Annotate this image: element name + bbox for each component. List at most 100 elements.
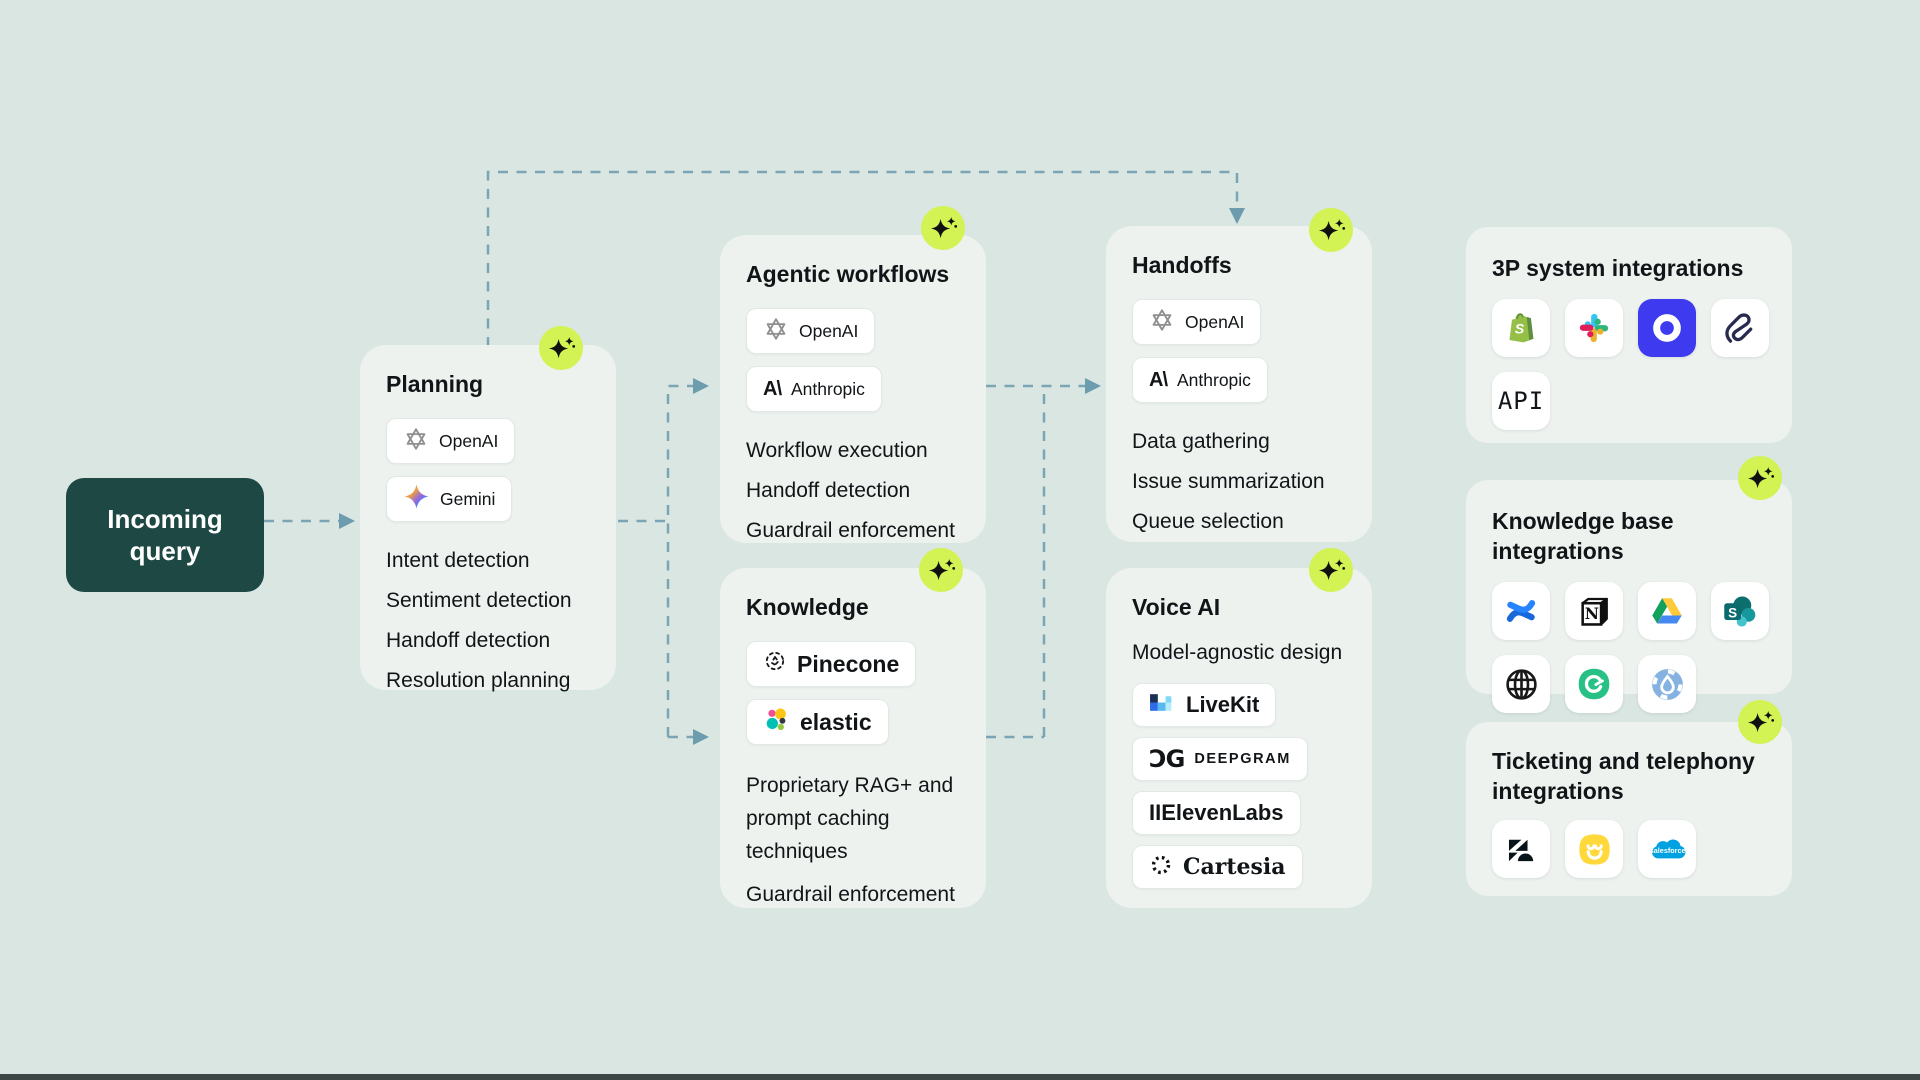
chip-label: DEEPGRAM xyxy=(1194,751,1291,767)
chip-list: OpenAI Gemini xyxy=(386,418,590,522)
capability-list: Intent detection Sentiment detection Han… xyxy=(386,544,590,697)
chip-label: elastic xyxy=(800,708,872,735)
voice-ai-card: Voice AI Model-agnostic design LiveKit Ɔ… xyxy=(1106,568,1372,908)
openai-logo-icon xyxy=(1149,307,1175,338)
panel-title: Ticketing and telephony integrations xyxy=(1492,748,1755,804)
anthropic-logo-icon: A\ xyxy=(1149,368,1168,391)
sparkle-icon xyxy=(1318,218,1345,240)
confluence-icon xyxy=(1492,582,1550,640)
chip-pinecone: Pinecone xyxy=(746,641,917,687)
list-item: Guardrail enforcement xyxy=(746,519,955,542)
planning-card: Planning OpenAI xyxy=(360,345,616,692)
cartesia-logo-icon xyxy=(1149,853,1173,882)
elastic-logo-icon xyxy=(763,706,790,739)
chip-gemini: Gemini xyxy=(386,476,513,522)
openai-logo-icon xyxy=(763,316,789,347)
pinecone-logo-icon xyxy=(763,649,787,679)
list-item: Sentiment detection xyxy=(386,589,572,612)
notion-icon: N xyxy=(1565,582,1623,640)
openai-logo-icon xyxy=(403,426,429,457)
chip-anthropic: A\ Anthropic xyxy=(1132,357,1268,403)
card-title: Agentic workflows xyxy=(746,261,950,287)
guru-icon xyxy=(1565,655,1623,713)
chip-label: Pinecone xyxy=(797,650,900,677)
chip-list: OpenAI A\ Anthropic xyxy=(746,308,960,412)
ai-sparkle-badge xyxy=(1309,208,1353,252)
svg-text:N: N xyxy=(1585,604,1599,623)
bottom-edge-strip xyxy=(0,1074,1920,1080)
sparkle-icon xyxy=(1318,558,1345,580)
ai-sparkle-badge xyxy=(919,548,963,592)
chip-label: Anthropic xyxy=(791,378,865,399)
chip-openai: OpenAI xyxy=(1132,299,1262,345)
knowledge-card: Knowledge Pinecone xyxy=(720,568,986,908)
svg-text:S: S xyxy=(1728,605,1737,620)
smiley-logo-icon xyxy=(1565,820,1623,878)
card-title: Voice AI xyxy=(1132,594,1221,620)
chip-label: Gemini xyxy=(440,488,496,509)
voice-ai-note: Model-agnostic design xyxy=(1132,641,1343,664)
agentic-workflows-card: Agentic workflows OpenAI A\ Anthropic Wo… xyxy=(720,235,986,543)
knowledge-base-panel: Knowledge base integrations N xyxy=(1466,480,1792,713)
chip-label: OpenAI xyxy=(799,320,859,341)
list-item: Proprietary RAG+ and prompt caching tech… xyxy=(746,774,954,863)
capability-list: Proprietary RAG+ and prompt caching tech… xyxy=(746,769,960,911)
capability-list: Workflow execution Handoff detection Gua… xyxy=(746,434,960,547)
salesforce-icon: salesforce xyxy=(1638,820,1696,878)
ai-sparkle-badge xyxy=(921,206,965,250)
chip-openai: OpenAI xyxy=(746,308,876,354)
chip-anthropic: A\ Anthropic xyxy=(746,366,882,412)
deepgram-logo-icon: ƆG xyxy=(1149,745,1185,773)
sparkle-icon xyxy=(1747,710,1774,732)
google-drive-icon xyxy=(1638,582,1696,640)
chip-deepgram: ƆG DEEPGRAM xyxy=(1132,737,1308,781)
svg-text:S: S xyxy=(1515,321,1525,337)
shopify-icon: S xyxy=(1492,299,1550,357)
ai-sparkle-badge xyxy=(1738,700,1782,744)
zendesk-icon xyxy=(1492,820,1550,878)
chip-openai: OpenAI xyxy=(386,418,516,464)
chip-livekit: LiveKit xyxy=(1132,683,1277,727)
chip-list: LiveKit ƆG DEEPGRAM IIElevenLabs Cartesi… xyxy=(1132,683,1346,889)
droplet-ring-icon xyxy=(1638,655,1696,713)
chip-label: LiveKit xyxy=(1186,692,1260,717)
chip-label: OpenAI xyxy=(439,430,499,451)
api-tile: API xyxy=(1492,372,1550,430)
chip-label: OpenAI xyxy=(1185,311,1245,332)
list-item: Intent detection xyxy=(386,549,530,572)
sparkle-icon xyxy=(1747,466,1774,488)
list-item: Issue summarization xyxy=(1132,470,1325,493)
third-party-panel: 3P system integrations S xyxy=(1466,227,1792,443)
chip-label: Anthropic xyxy=(1177,369,1251,390)
anthropic-logo-icon: A\ xyxy=(763,377,782,400)
chip-list: OpenAI A\ Anthropic xyxy=(1132,299,1346,403)
chip-elastic: elastic xyxy=(746,699,889,745)
tile-grid: salesforce xyxy=(1492,820,1792,878)
incoming-query-label: Incoming query xyxy=(107,504,223,566)
panel-title: 3P system integrations xyxy=(1492,255,1744,281)
chip-elevenlabs: IIElevenLabs xyxy=(1132,791,1301,835)
card-title: Handoffs xyxy=(1132,252,1232,278)
squiggle-logo-icon xyxy=(1711,299,1769,357)
sharepoint-icon: S xyxy=(1711,582,1769,640)
sparkle-icon xyxy=(928,558,955,580)
sparkle-icon xyxy=(930,216,957,238)
list-item: Resolution planning xyxy=(386,669,571,692)
chip-cartesia: Cartesia xyxy=(1132,845,1303,889)
list-item: Handoff detection xyxy=(746,479,911,502)
tile-grid: S xyxy=(1492,299,1792,430)
list-item: Guardrail enforcement xyxy=(746,883,955,906)
api-label: API xyxy=(1497,387,1545,415)
incoming-query-node: Incoming query xyxy=(66,478,264,592)
ai-sparkle-badge xyxy=(1738,456,1782,500)
edge-branch-to-agentic xyxy=(666,377,709,737)
ring-logo-icon xyxy=(1638,299,1696,357)
list-item: Handoff detection xyxy=(386,629,551,652)
livekit-logo-icon xyxy=(1149,690,1176,721)
tile-grid: N S xyxy=(1492,582,1792,713)
list-item: Queue selection xyxy=(1132,510,1284,533)
panel-title: Knowledge base integrations xyxy=(1492,508,1674,564)
chip-label: Cartesia xyxy=(1183,854,1286,880)
gemini-logo-icon xyxy=(403,483,430,515)
